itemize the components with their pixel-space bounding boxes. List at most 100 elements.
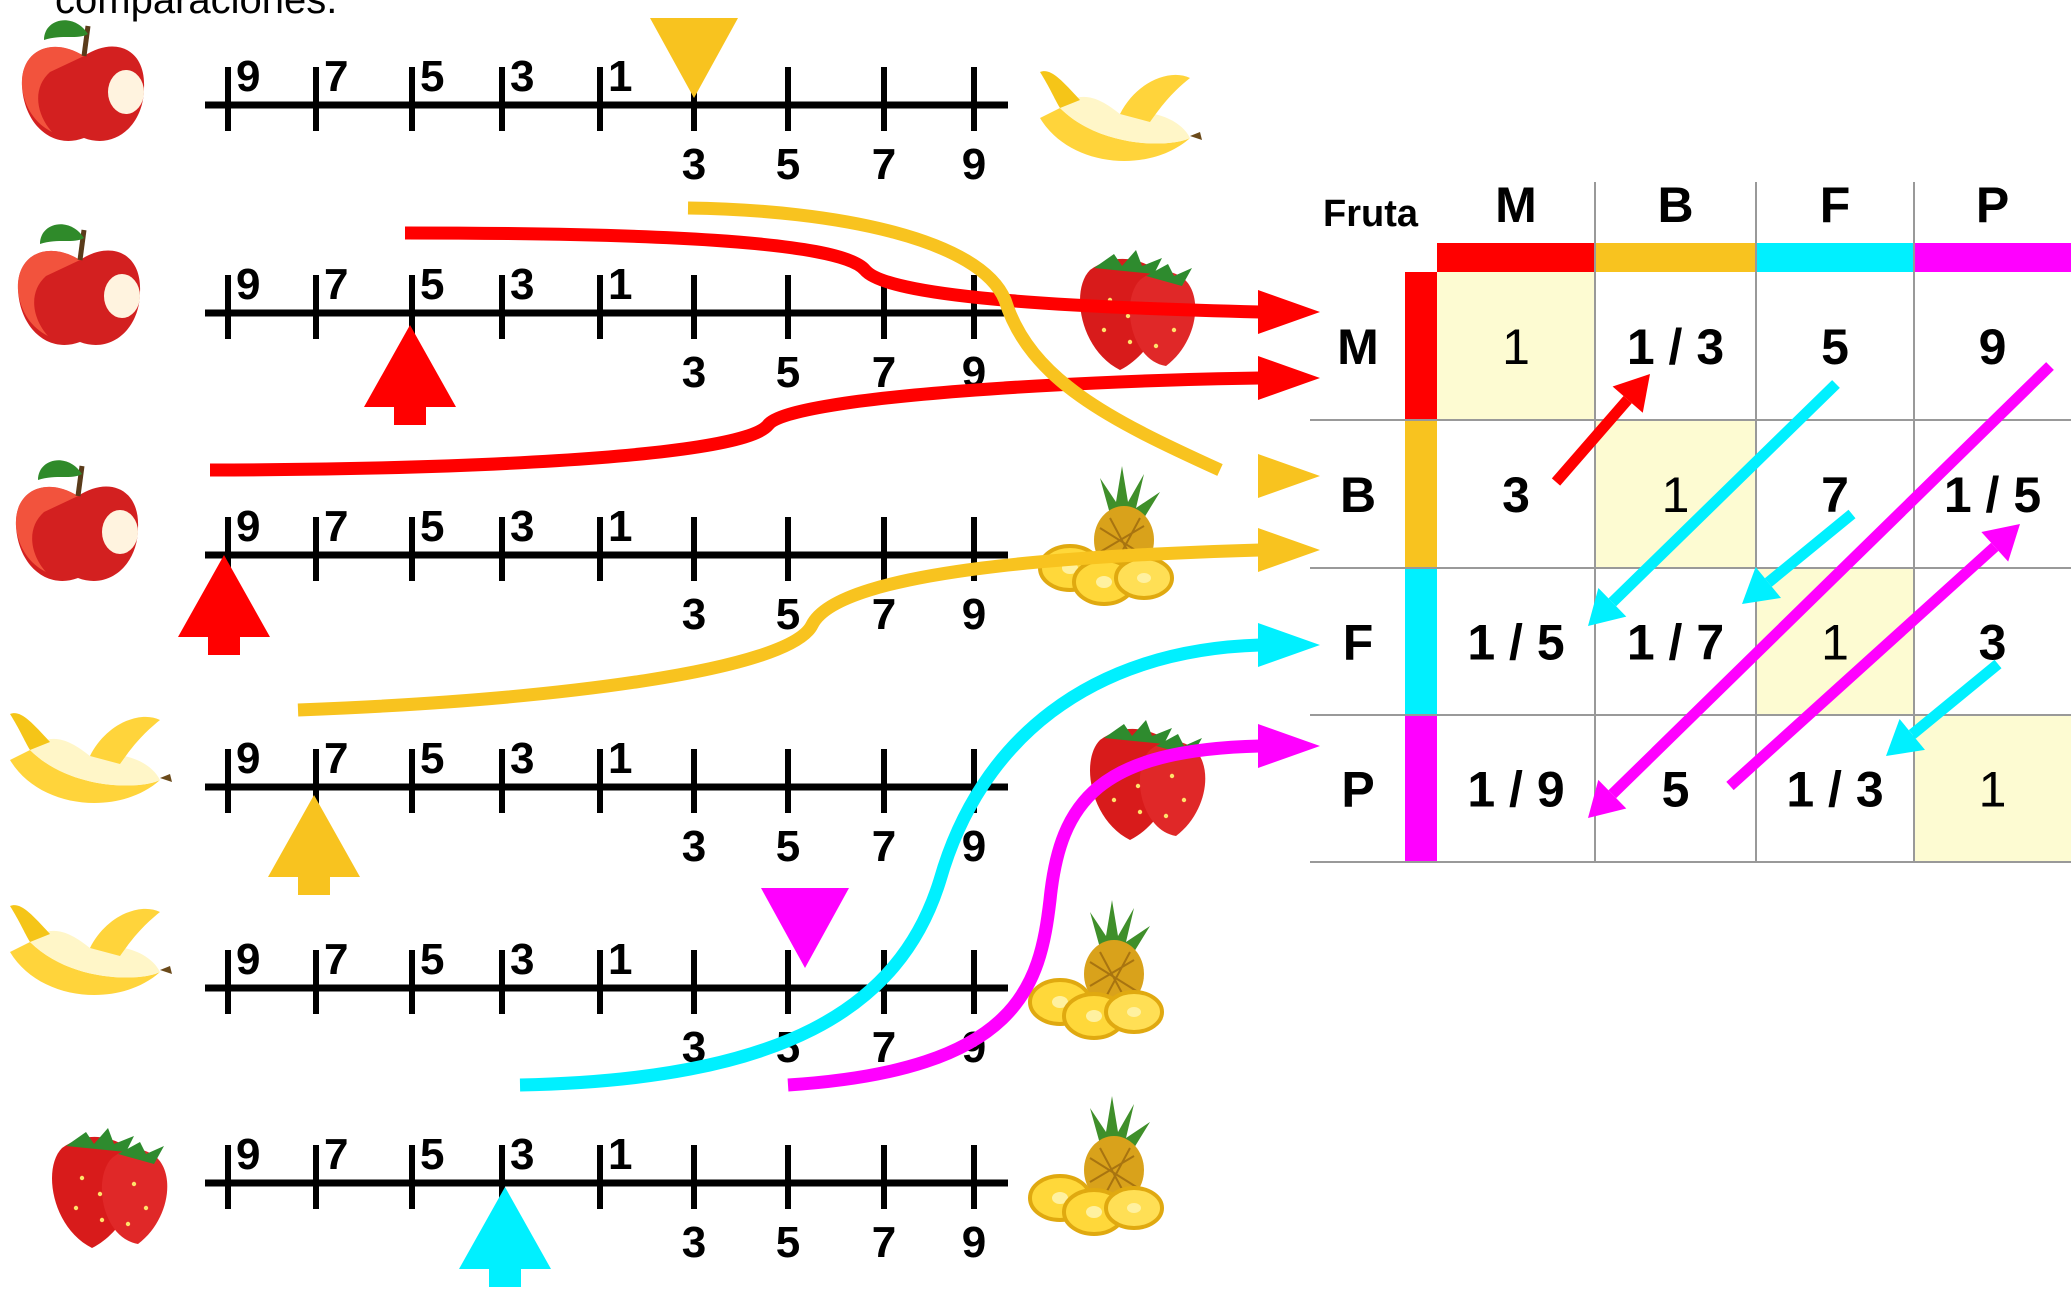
apple-icon: [18, 224, 140, 345]
scale-tick-label: 5: [776, 1218, 800, 1267]
selection-markers: [178, 18, 849, 1287]
scale-tick-label: 5: [776, 822, 800, 871]
banana-icon: [10, 905, 172, 995]
selection-marker: [761, 888, 849, 968]
scale-tick-label: 1: [608, 734, 632, 783]
reciprocal-arrow-head: [1981, 524, 2020, 562]
scale-tick-label: 5: [420, 734, 444, 783]
scale-tick-label: 3: [510, 935, 534, 984]
matrix-cell: 1: [1502, 319, 1530, 375]
scale-tick-label: 7: [324, 502, 348, 551]
scale-tick-label: 7: [872, 822, 896, 871]
connector-curves: [209, 201, 1320, 1092]
matrix-cell: 1 / 3: [1627, 319, 1724, 375]
scale-tick-label: 5: [420, 1130, 444, 1179]
matrix-cell: 3: [1979, 615, 2007, 671]
matrix-cell: 1: [1979, 762, 2007, 818]
reciprocal-arrow-shaft: [1764, 509, 1856, 587]
matrix-cell: 1 / 7: [1627, 615, 1724, 671]
caption-text: comparaciones.: [55, 0, 338, 22]
banana-icon: [1040, 71, 1202, 161]
matrix-cell: 1 / 5: [1467, 615, 1564, 671]
row-header: B: [1340, 467, 1376, 523]
scale-tick-label: 7: [324, 52, 348, 101]
reciprocal-arrow-shaft: [1551, 396, 1632, 486]
connector-curve: [209, 371, 1261, 477]
connector-arrowhead: [1258, 724, 1320, 768]
reciprocal-arrows: [1551, 362, 2054, 818]
scale-tick-label: 3: [682, 822, 706, 871]
scale-tick-label: 5: [420, 502, 444, 551]
connector-curve: [297, 543, 1261, 717]
scale-tick-label: 9: [236, 260, 260, 309]
selection-marker: [268, 795, 360, 895]
scale-tick-label: 7: [872, 140, 896, 189]
column-color-bar: [1756, 243, 1914, 272]
connector-curve: [519, 638, 1261, 1092]
reciprocal-arrow-shaft: [1608, 362, 2054, 799]
scale-tick-label: 7: [872, 1218, 896, 1267]
matrix-cell: 5: [1662, 762, 1690, 818]
diagonal-cell: [1437, 272, 1595, 420]
scale-tick-label: 3: [682, 348, 706, 397]
connector-arrowhead: [1258, 623, 1320, 667]
reciprocal-arrow-head: [1612, 374, 1650, 413]
scale-tick-label: 1: [608, 935, 632, 984]
scale-tick-label: 3: [682, 1218, 706, 1267]
reciprocal-arrow-shaft: [1608, 380, 1840, 607]
scale-tick-label: 3: [510, 52, 534, 101]
scale-tick-label: 9: [236, 52, 260, 101]
scale-tick-label: 9: [962, 590, 986, 639]
scale-tick-label: 9: [962, 140, 986, 189]
column-header: B: [1657, 177, 1693, 233]
apple-icon: [22, 20, 144, 141]
pineapple-icon: [1028, 1094, 1164, 1236]
scale-tick-label: 1: [608, 1130, 632, 1179]
scale-tick-label: 7: [324, 260, 348, 309]
matrix-cell: 3: [1502, 467, 1530, 523]
selection-marker: [178, 555, 270, 655]
scale-tick-label: 9: [236, 734, 260, 783]
scale-tick-label: 9: [236, 935, 260, 984]
matrix-cell: 5: [1821, 319, 1849, 375]
connector-curve: [404, 226, 1261, 319]
matrix-cell: 1 / 5: [1944, 467, 2041, 523]
column-header: M: [1495, 177, 1537, 233]
reciprocal-arrow-head: [1886, 718, 1925, 756]
matrix-cell: 1 / 9: [1467, 762, 1564, 818]
scale-tick-label: 3: [510, 502, 534, 551]
strawberry-icon: [52, 1128, 168, 1248]
reciprocal-arrow-head: [1742, 566, 1781, 604]
scale-tick-label: 3: [682, 590, 706, 639]
row-header: F: [1343, 615, 1374, 671]
matrix-cell: 1: [1662, 467, 1690, 523]
scale-tick-label: 5: [420, 935, 444, 984]
scale-tick-label: 1: [608, 260, 632, 309]
row-color-bar: [1405, 272, 1437, 420]
scale-tick-label: 5: [776, 140, 800, 189]
scale-tick-label: 7: [872, 348, 896, 397]
scale-tick-label: 7: [324, 1130, 348, 1179]
matrix-cell: 9: [1979, 319, 2007, 375]
row-color-bar: [1405, 715, 1437, 862]
scale-tick-label: 9: [962, 1218, 986, 1267]
diagonal-cell: [1914, 715, 2071, 862]
column-header: P: [1976, 177, 2009, 233]
scale-tick-label: 7: [872, 590, 896, 639]
connector-arrowhead: [1258, 454, 1320, 498]
matrix-cell: 1: [1821, 615, 1849, 671]
scale-tick-label: 1: [608, 502, 632, 551]
scale-tick-label: 9: [236, 1130, 260, 1179]
column-color-bar: [1437, 243, 1595, 272]
column-color-bar: [1595, 243, 1756, 272]
pineapple-icon: [1038, 464, 1174, 606]
matrix-corner-label: Fruta: [1323, 193, 1419, 235]
connector-arrowhead: [1258, 356, 1320, 400]
scale-tick-label: 9: [962, 822, 986, 871]
